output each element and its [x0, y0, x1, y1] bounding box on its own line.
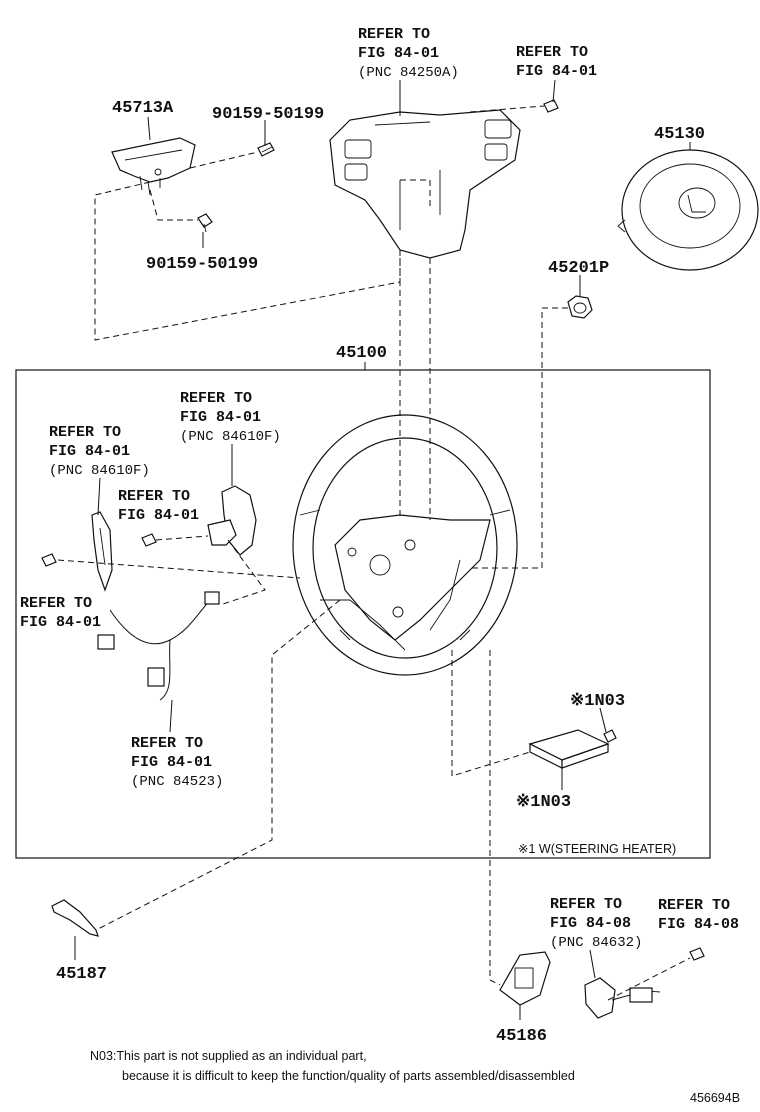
- ref-top-right-1: REFER TO: [516, 44, 588, 61]
- label-n03-bottom: ※1N03: [516, 793, 571, 812]
- ref-top-right-2: FIG 84-01: [516, 63, 597, 80]
- label-45187: 45187: [56, 965, 107, 984]
- diagram-id: 456694B: [690, 1091, 740, 1105]
- ref-left-bolt-1: REFER TO: [20, 595, 92, 612]
- ref-bottom-mid-1: REFER TO: [550, 896, 622, 913]
- left-paddle-drawing: [91, 511, 113, 592]
- label-45713A: 45713A: [112, 99, 174, 118]
- top-right-screw-drawing: [543, 99, 559, 113]
- wire-harness-drawing: [97, 591, 220, 701]
- ref-harness-3: (PNC 84523): [131, 774, 223, 790]
- ref-left-paddle-3: (PNC 84610F): [49, 463, 150, 479]
- part-45130-airbag-drawing: [617, 149, 759, 271]
- ref-center-paddle-1: REFER TO: [180, 390, 252, 407]
- label-45201P: 45201P: [548, 259, 609, 278]
- leader-lines: [74, 79, 691, 1020]
- switch-assembly-drawing: [329, 109, 521, 259]
- screw-90159-bottom-drawing: [197, 213, 213, 233]
- ref-center-paddle-3: (PNC 84610F): [180, 429, 281, 445]
- footnote-line-2: because it is difficult to keep the func…: [122, 1069, 575, 1083]
- ref-left-paddle-1: REFER TO: [49, 424, 121, 441]
- ref-center-paddle-2: FIG 84-01: [180, 409, 261, 426]
- box-note: ※1 W(STEERING HEATER): [518, 842, 676, 856]
- ref-left-bolt-2: FIG 84-01: [20, 614, 101, 631]
- screw-90159-top-drawing: [257, 142, 275, 157]
- ref-small-switch-1: REFER TO: [118, 488, 190, 505]
- left-bolt-drawing: [41, 553, 57, 567]
- part-45186-drawing: [499, 951, 551, 1006]
- center-paddle-drawing: [207, 485, 257, 556]
- ref-left-paddle-2: FIG 84-01: [49, 443, 130, 460]
- label-45186: 45186: [496, 1027, 547, 1046]
- ref-top-center-1: REFER TO: [358, 26, 430, 43]
- part-45713A-drawing: [111, 137, 196, 196]
- part-45187-drawing: [51, 899, 99, 937]
- part-45201P-nut-drawing: [567, 295, 593, 319]
- ref-small-switch-2: FIG 84-01: [118, 507, 199, 524]
- ref-bottom-mid-2: FIG 84-08: [550, 915, 631, 932]
- ref-bottom-mid-3: (PNC 84632): [550, 935, 642, 951]
- ref-harness-2: FIG 84-01: [131, 754, 212, 771]
- ref-top-center-2: FIG 84-01: [358, 45, 439, 62]
- ref-bottom-right-1: REFER TO: [658, 897, 730, 914]
- heater-unit-drawing: [528, 729, 610, 769]
- heater-screw-drawing: [603, 729, 617, 743]
- label-45130: 45130: [654, 125, 705, 144]
- label-45100: 45100: [336, 344, 387, 363]
- dashed-reference-lines: [57, 105, 691, 1001]
- lower-right-screw-drawing: [689, 947, 705, 961]
- assembly-box: [15, 369, 711, 859]
- ref-top-center-3: (PNC 84250A): [358, 65, 459, 81]
- label-n03-top: ※1N03: [570, 692, 625, 711]
- lower-switch-drawing: [584, 977, 661, 1019]
- steering-wheel-drawing: [292, 414, 518, 676]
- label-90159-bottom: 90159-50199: [146, 255, 258, 274]
- ref-bottom-right-2: FIG 84-08: [658, 916, 739, 933]
- switch-screw-drawing: [141, 533, 157, 547]
- label-90159-top: 90159-50199: [212, 105, 324, 124]
- ref-harness-1: REFER TO: [131, 735, 203, 752]
- footnote-line-1: N03:This part is not supplied as an indi…: [90, 1049, 367, 1063]
